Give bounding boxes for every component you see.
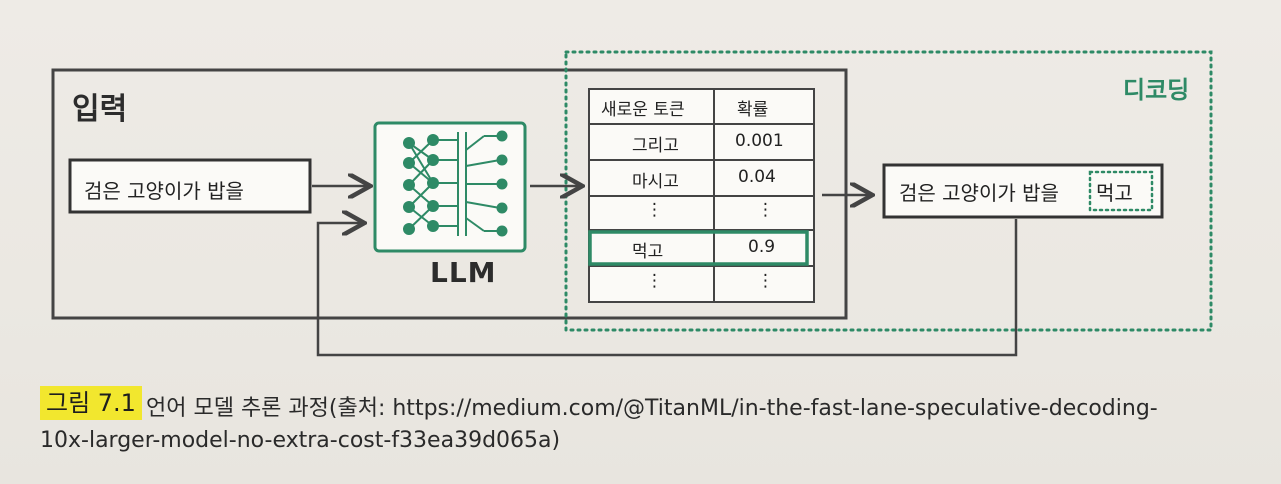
- output-sentence: 검은 고양이가 밥을: [899, 181, 1059, 205]
- table-row-token: 그리고: [632, 136, 679, 156]
- table-row-ellipsis: ⋮: [646, 271, 663, 291]
- table-row-prob-selected: 0.9: [748, 237, 776, 257]
- new-token-highlight: [1088, 170, 1154, 212]
- llm-box: [373, 121, 527, 253]
- feedback-loop-arrow: [316, 219, 1018, 357]
- table-header-token: 새로운 토큰: [601, 100, 685, 120]
- table-row-prob: 0.001: [735, 131, 784, 151]
- caption-line-2: 10x-larger-model-no-extra-cost-f33ea39d0…: [40, 428, 561, 453]
- figure-number: 그림 7.1: [40, 386, 142, 420]
- table-row-token-selected: 먹고: [632, 242, 664, 262]
- selected-token-highlight: [588, 230, 809, 266]
- decoding-section-title: 디코딩: [1123, 76, 1190, 104]
- table-row-ellipsis: ⋮: [757, 200, 774, 220]
- output-new-token: 먹고: [1096, 181, 1133, 205]
- table-header-probability: 확률: [737, 100, 769, 120]
- neural-network-nodes: [403, 130, 508, 237]
- input-section-title: 입력: [72, 92, 128, 127]
- output-sentence-box: [882, 163, 1164, 219]
- token-probability-table: [588, 88, 815, 303]
- table-row-token: 마시고: [632, 172, 679, 192]
- table-row-ellipsis: ⋮: [646, 200, 663, 220]
- caption-line-1: 언어 모델 추론 과정(출처: https://medium.com/@Tita…: [146, 396, 1158, 421]
- model-label: LLM: [430, 256, 497, 289]
- input-sentence-box: [68, 158, 312, 214]
- input-sentence: 검은 고양이가 밥을: [84, 179, 244, 203]
- table-row-ellipsis: ⋮: [757, 271, 774, 291]
- table-row-prob: 0.04: [738, 167, 776, 187]
